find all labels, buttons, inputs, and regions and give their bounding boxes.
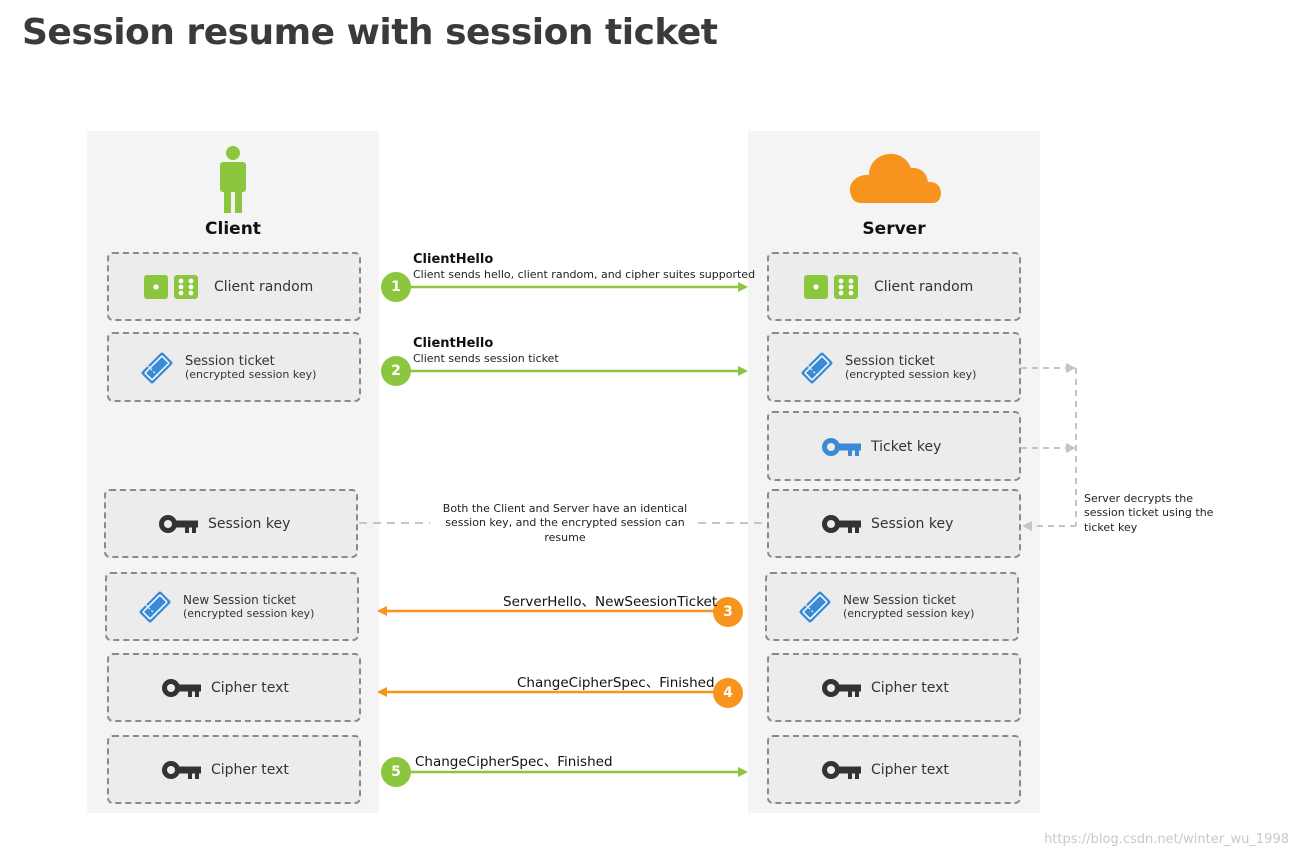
client-cipher-text-box-2: Cipher text	[107, 735, 361, 804]
session-ticket-label: Session ticket	[185, 353, 275, 369]
key-icon	[159, 515, 198, 533]
client-cipher-text-box-1: Cipher text	[107, 653, 361, 722]
server-cipher-text-box-1: Cipher text	[767, 653, 1021, 722]
step-3-badge: 3	[713, 597, 743, 627]
client-random-label: Client random	[214, 279, 314, 295]
ticket-icon	[139, 591, 171, 623]
ticket-icon	[141, 352, 173, 384]
message-2-subtitle: Client sends session ticket	[413, 352, 559, 365]
page-title: Session resume with session ticket	[22, 12, 718, 53]
person-icon	[220, 146, 246, 213]
cipher-text-label: Cipher text	[211, 762, 289, 778]
key-icon	[822, 515, 861, 533]
server-decrypt-note: Server decrypts the session ticket using…	[1084, 492, 1214, 534]
session-ticket-label: Session ticket	[845, 353, 935, 369]
session-ticket-sublabel: (encrypted session key)	[185, 368, 317, 382]
client-random-label: Client random	[874, 279, 974, 295]
ticket-icon	[801, 352, 833, 384]
watermark: https://blog.csdn.net/winter_wu_1998	[1044, 832, 1289, 847]
message-5-title: ChangeCipherSpec、Finished	[415, 754, 613, 770]
key-icon	[162, 761, 201, 779]
step-4-badge: 4	[713, 678, 743, 708]
server-ticket-key-box: Ticket key	[767, 411, 1021, 481]
key-icon	[822, 679, 861, 697]
cipher-text-label: Cipher text	[871, 680, 949, 696]
ticket-icon	[799, 591, 831, 623]
cloud-icon	[849, 153, 941, 203]
session-key-label: Session key	[871, 516, 954, 532]
key-icon	[822, 438, 861, 456]
step-1-badge: 1	[381, 272, 411, 302]
ticket-key-label: Ticket key	[871, 439, 942, 455]
message-1-title: ClientHello	[413, 252, 494, 267]
client-new-session-ticket-box: New Session ticket (encrypted session ke…	[105, 572, 359, 641]
message-3-title: ServerHello、NewSeesionTicket	[503, 594, 718, 610]
message-1-subtitle: Client sends hello, client random, and c…	[413, 268, 756, 281]
cipher-text-label: Cipher text	[211, 680, 289, 696]
client-session-ticket-box: Session ticket (encrypted session key)	[107, 332, 361, 402]
client-session-key-box: Session key	[104, 489, 358, 558]
server-label: Server	[862, 219, 926, 239]
client-random-box: Client random	[107, 252, 361, 321]
server-session-key-box: Session key	[767, 489, 1021, 558]
new-session-ticket-sublabel: (encrypted session key)	[183, 606, 315, 620]
step-2-badge: 2	[381, 356, 411, 386]
new-session-ticket-sublabel: (encrypted session key)	[843, 606, 975, 620]
session-key-label: Session key	[208, 516, 291, 532]
message-4-title: ChangeCipherSpec、Finished	[517, 675, 715, 691]
server-session-ticket-box: Session ticket (encrypted session key)	[767, 332, 1021, 402]
shared-session-key-note: Both the Client and Server have an ident…	[442, 502, 688, 544]
cipher-text-label: Cipher text	[871, 762, 949, 778]
session-ticket-sublabel: (encrypted session key)	[845, 368, 977, 382]
server-cipher-text-box-2: Cipher text	[767, 735, 1021, 804]
dice-icon	[804, 275, 858, 299]
server-new-session-ticket-box: New Session ticket (encrypted session ke…	[765, 572, 1019, 641]
key-icon	[822, 761, 861, 779]
key-icon	[162, 679, 201, 697]
message-2-title: ClientHello	[413, 336, 494, 351]
dice-icon	[144, 275, 198, 299]
step-5-badge: 5	[381, 757, 411, 787]
new-session-ticket-label: New Session ticket	[183, 593, 296, 608]
server-client-random-box: Client random	[767, 252, 1021, 321]
new-session-ticket-label: New Session ticket	[843, 593, 956, 608]
client-label: Client	[205, 219, 261, 239]
